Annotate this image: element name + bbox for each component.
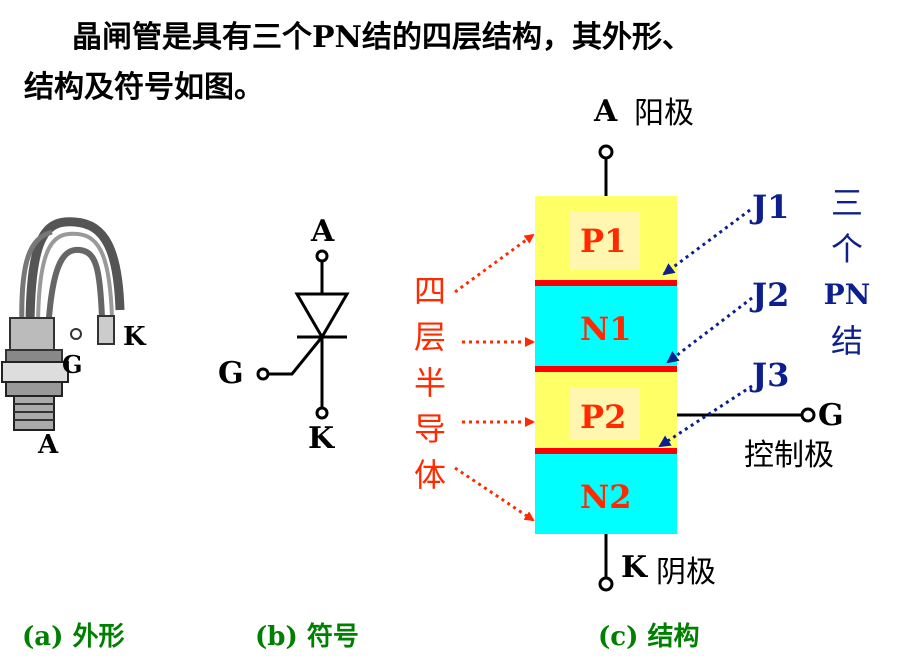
photo-label-a: A [38, 430, 59, 460]
three-pn-char: 三 [830, 184, 863, 222]
layer-stack [535, 196, 677, 534]
four-layer-char: 半 [414, 364, 447, 402]
layer-label-n2: N2 [580, 478, 632, 516]
junction-label-j2: J2 [752, 276, 790, 314]
three-pn-char: PN [823, 278, 871, 311]
four-layer-char: 体 [414, 456, 447, 494]
photo-label-k: K [123, 322, 146, 352]
layer-n2 [535, 451, 677, 534]
cathode-text: 阴极 [656, 555, 716, 590]
layer-n1 [535, 282, 677, 369]
symbol-label-k: K [308, 421, 335, 456]
four-layer-label: 四 层 半 导 体 [414, 268, 446, 498]
thyristor-photo [1, 217, 125, 431]
structure-leads [598, 144, 816, 592]
intro-line-2: 结构及符号如图。 [24, 70, 264, 105]
caption-a: (a) 外形 [22, 622, 125, 652]
gate-text: 控制极 [744, 438, 834, 473]
three-pn-char: 个 [830, 230, 863, 268]
caption-b: (b) 符号 [255, 622, 359, 652]
layer-label-n1: N1 [580, 310, 632, 348]
photo-label-g: G [62, 350, 83, 379]
anode-text: 阳极 [634, 96, 694, 131]
caption-c: (c) 结构 [598, 622, 700, 652]
layer-label-p1: P1 [580, 222, 627, 260]
gate-letter: G [818, 398, 844, 433]
layer-label-p2: P2 [580, 398, 627, 436]
four-layer-char: 层 [414, 318, 447, 356]
intro-line-1: 晶闸管是具有三个PN结的四层结构，其外形、 [72, 20, 692, 55]
junction-label-j1: J1 [752, 188, 790, 226]
three-pn-label: 三 个 PN 结 [822, 180, 872, 364]
cathode-letter: K [621, 550, 648, 585]
thyristor-symbol [256, 249, 350, 420]
four-layer-char: 导 [414, 410, 447, 448]
junction-arrows [658, 208, 753, 448]
four-layer-char: 四 [414, 272, 447, 310]
three-pn-char: 结 [830, 322, 863, 360]
four-layer-arrows [454, 233, 535, 522]
anode-letter: A [594, 94, 618, 129]
symbol-label-a: A [311, 214, 335, 249]
symbol-label-g: G [218, 356, 244, 391]
junction-label-j3: J3 [752, 356, 790, 394]
